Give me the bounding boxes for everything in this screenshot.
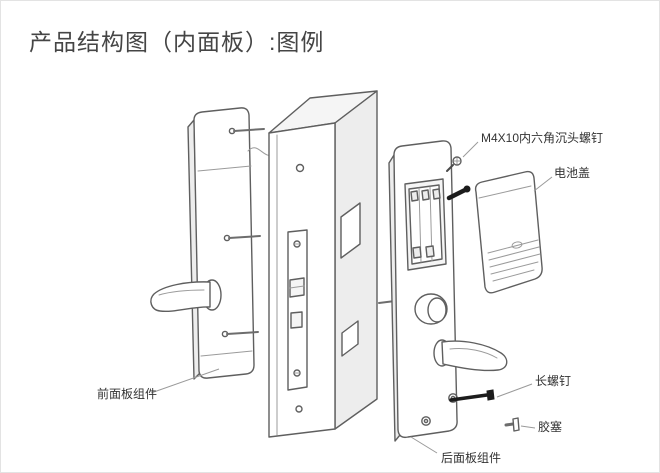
front-panel-assembly bbox=[150, 107, 265, 380]
leader-long-screw bbox=[496, 383, 533, 398]
rubber-plug-shaft bbox=[504, 422, 515, 427]
box-hole-bottom bbox=[295, 405, 303, 413]
front-handle-lever bbox=[150, 281, 211, 313]
rear-screw-hole-2-inner bbox=[423, 418, 429, 424]
label-rubber-plug: 胶塞 bbox=[538, 419, 562, 434]
battery-cover-top-line bbox=[478, 185, 532, 199]
pin-2 bbox=[228, 235, 261, 239]
pin-3 bbox=[226, 331, 259, 335]
pin-1 bbox=[233, 128, 265, 132]
rear-panel-assembly bbox=[388, 140, 508, 442]
battery-compartment-inner bbox=[408, 184, 443, 265]
label-long-screw: 长螺钉 bbox=[535, 374, 571, 388]
battery-cover-dimple bbox=[511, 241, 523, 249]
dead-bolt bbox=[290, 311, 303, 329]
mortise-box bbox=[268, 90, 396, 438]
front-panel-face bbox=[193, 107, 255, 379]
box-right-face bbox=[334, 90, 378, 430]
screw-m4x10-tip bbox=[446, 164, 454, 172]
battery-contact-5 bbox=[425, 245, 435, 258]
label-battery-cover: 电池盖 bbox=[554, 166, 590, 180]
leader-screw-m4x10 bbox=[462, 141, 479, 158]
battery-cover-ridges bbox=[487, 239, 541, 282]
leader-front-panel bbox=[150, 368, 220, 394]
front-handle-grip-line bbox=[158, 289, 205, 296]
thumbturn-knob-front bbox=[427, 297, 447, 323]
mortise-faceplate bbox=[287, 229, 308, 391]
box-lower-hole bbox=[341, 320, 359, 357]
battery-cover-screw-part bbox=[446, 185, 471, 201]
battery-contact-3 bbox=[432, 188, 441, 200]
front-panel-crease bbox=[197, 165, 252, 172]
leader-lines bbox=[150, 141, 553, 454]
front-panel-crease2 bbox=[200, 350, 253, 357]
rubber-plug-part bbox=[504, 417, 520, 432]
label-screw-m4x10: M4X10内六角沉头螺钉 bbox=[481, 131, 603, 145]
box-spindle-hole bbox=[340, 202, 361, 259]
leader-battery-cover bbox=[533, 176, 553, 192]
long-screw-shaft bbox=[449, 393, 489, 402]
battery-cover-body bbox=[474, 170, 543, 294]
latch-bolt-line bbox=[289, 285, 305, 289]
long-screw-part bbox=[449, 389, 495, 402]
battery-contact-2 bbox=[421, 189, 430, 201]
page-title: 产品结构图（内面板）:图例 bbox=[29, 29, 325, 55]
battery-cover-screw-shaft bbox=[446, 187, 468, 201]
rear-handle-grip-line bbox=[449, 348, 498, 359]
battery-cover bbox=[474, 170, 543, 294]
battery-contact-4 bbox=[412, 246, 422, 259]
screw-m4x10-part bbox=[446, 156, 462, 172]
leader-rubber-plug bbox=[520, 425, 536, 429]
box-hole-top bbox=[295, 163, 305, 173]
front-panel-pins bbox=[221, 127, 265, 338]
screw-m4x10-cross bbox=[453, 157, 461, 165]
part-labels: 前面板组件 后面板组件 M4X10内六角沉头螺钉 电池盖 长螺钉 胶塞 bbox=[97, 131, 603, 465]
battery-contact-1 bbox=[410, 190, 419, 202]
rubber-plug-head bbox=[512, 417, 520, 432]
label-rear-panel: 后面板组件 bbox=[441, 451, 501, 465]
rear-handle-lever bbox=[441, 340, 508, 372]
battery-cover-screw-head bbox=[463, 185, 471, 193]
label-front-panel: 前面板组件 bbox=[97, 386, 157, 401]
leader-rear-panel bbox=[410, 436, 438, 454]
rear-screw-hole-2 bbox=[421, 416, 431, 426]
long-screw-head bbox=[486, 389, 495, 401]
